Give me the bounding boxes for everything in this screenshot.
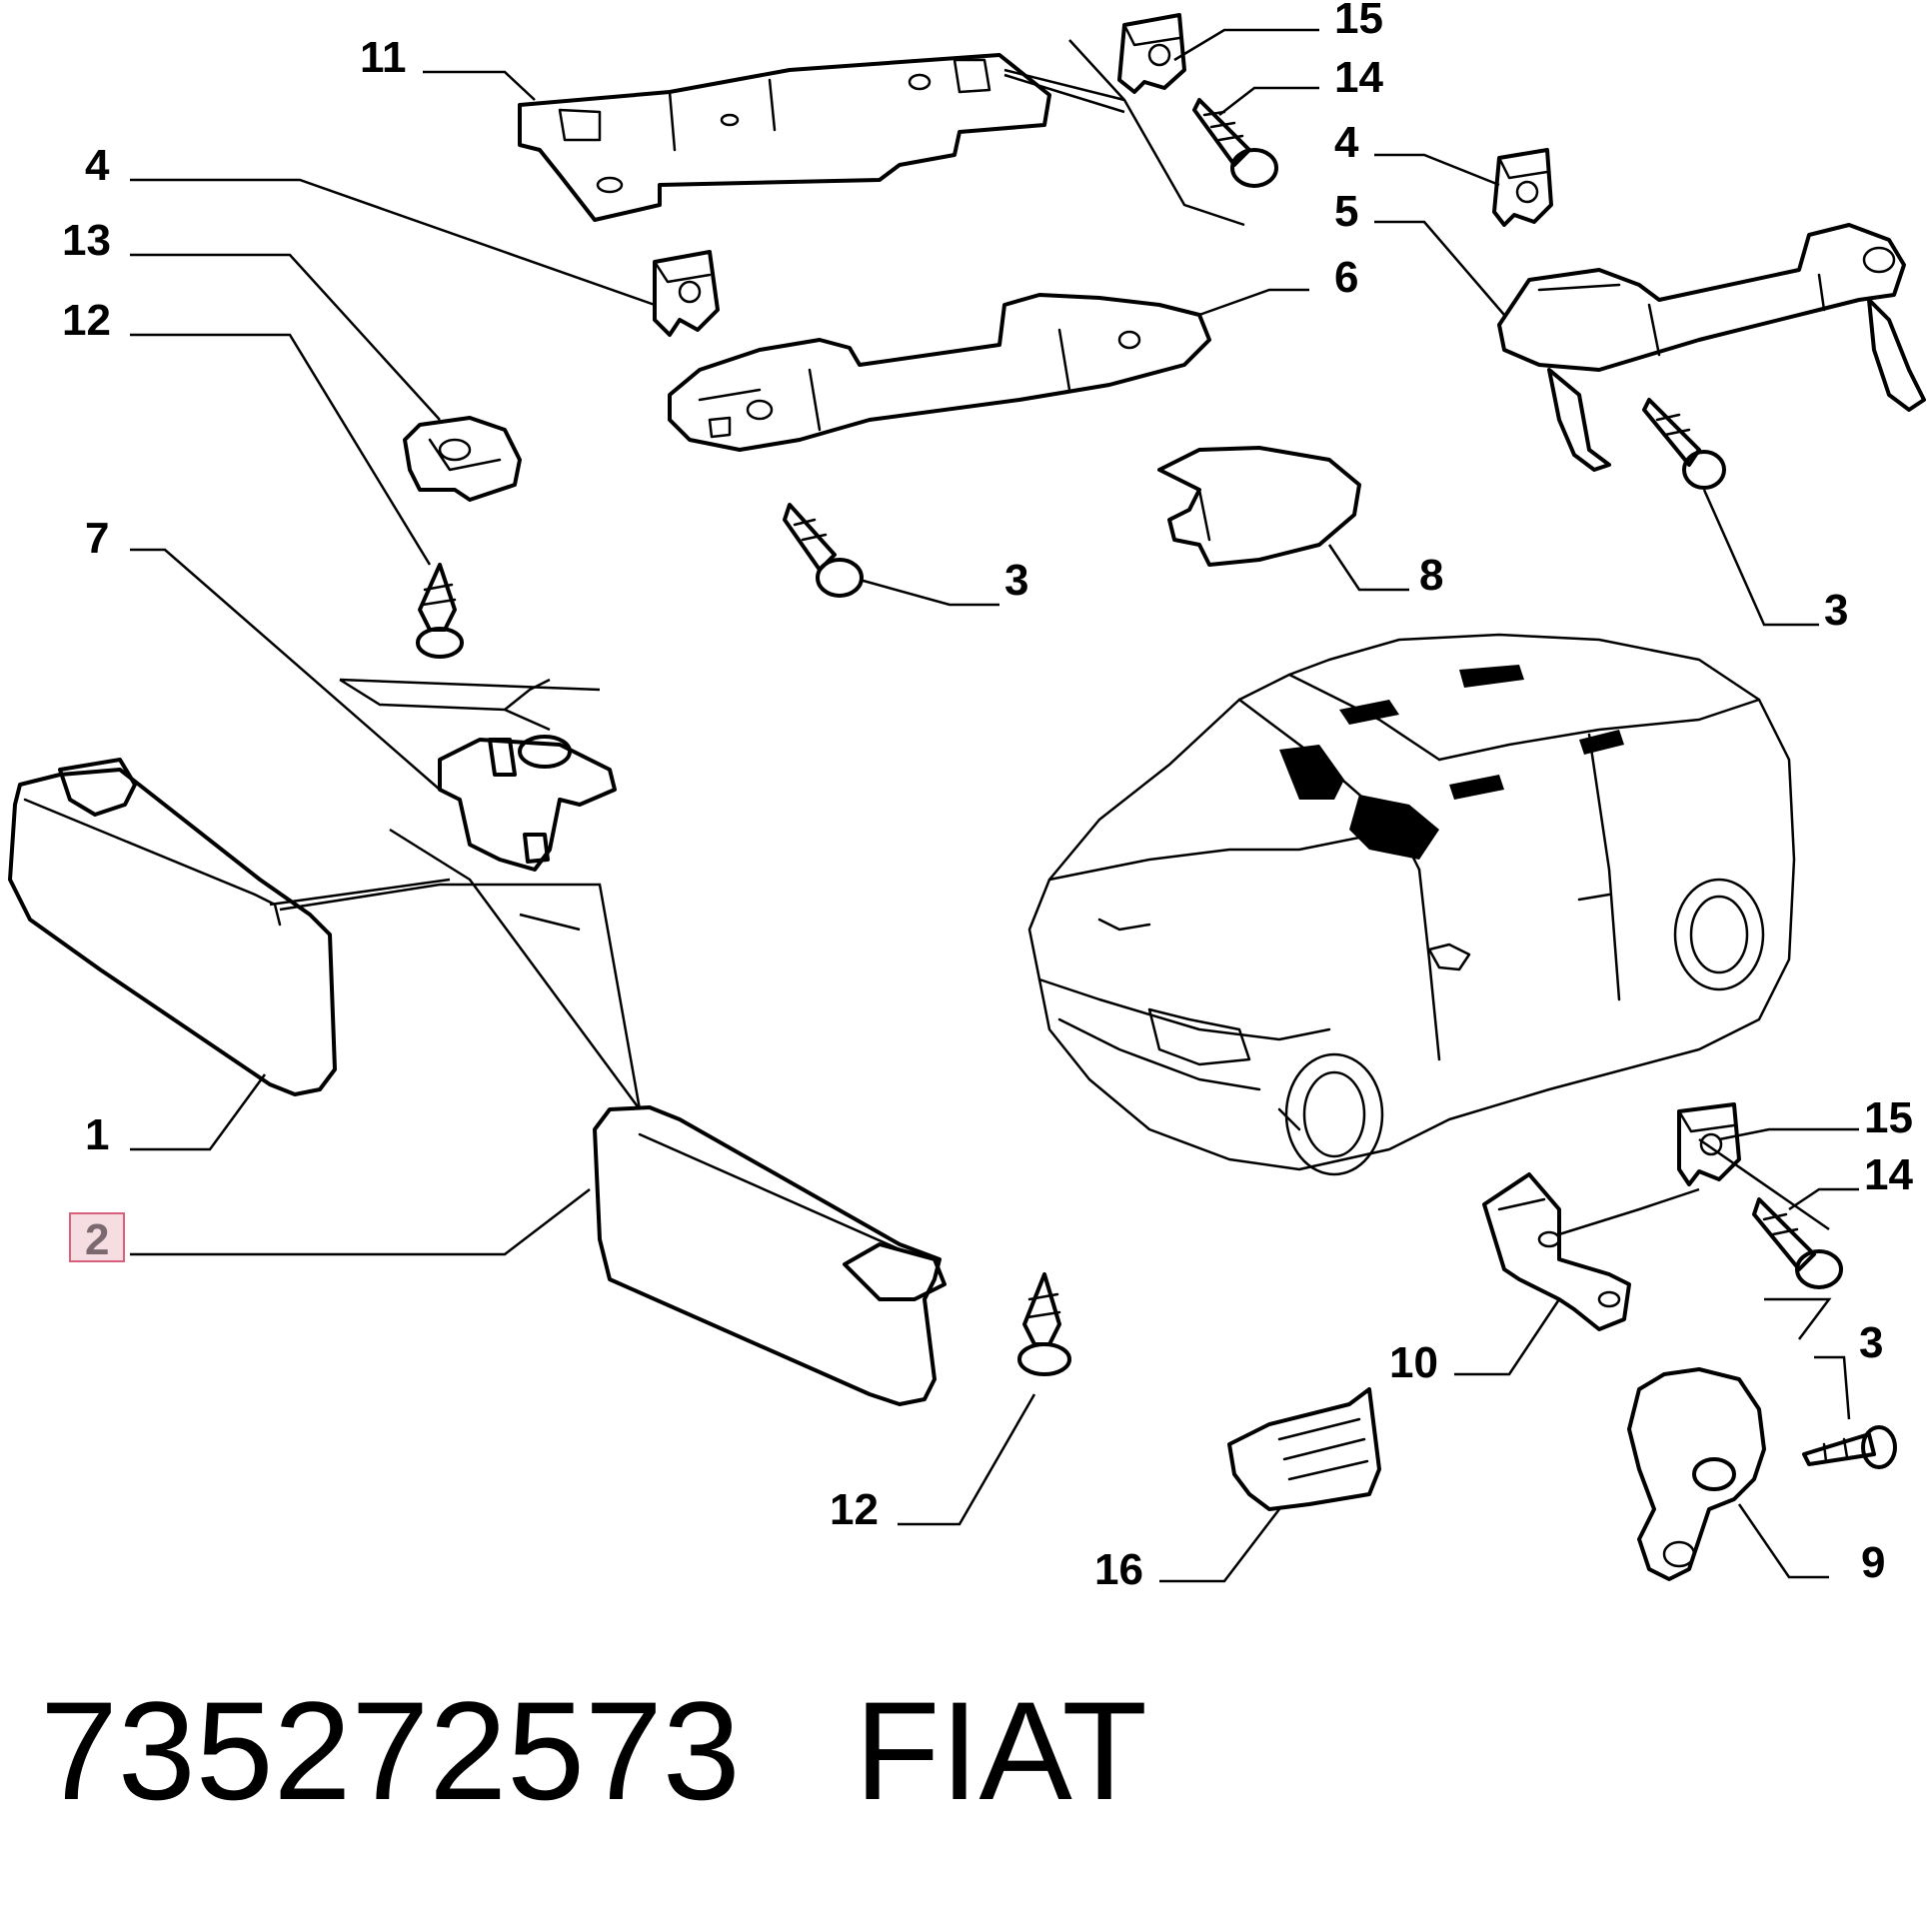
callout-2: 2 bbox=[85, 1215, 109, 1264]
part-6-grab-handle-center bbox=[668, 293, 1211, 452]
callout-7: 7 bbox=[85, 514, 109, 563]
callout-15-top: 15 bbox=[1334, 0, 1383, 43]
part-8-cover bbox=[1157, 446, 1361, 567]
footer: 735272573 FIAT bbox=[40, 1672, 1147, 1829]
part-3-screw-center bbox=[783, 503, 864, 598]
part-4-clip-right bbox=[1492, 148, 1553, 227]
part-16-clip bbox=[1227, 1387, 1381, 1511]
part-4-clip-left bbox=[653, 250, 720, 337]
part-10-bracket bbox=[1482, 1172, 1631, 1331]
part-1-sun-visor-left bbox=[8, 758, 337, 1096]
callout-11: 11 bbox=[360, 33, 407, 82]
callout-5: 5 bbox=[1334, 187, 1358, 236]
callout-4-left: 4 bbox=[85, 141, 110, 190]
callout-8: 8 bbox=[1419, 551, 1443, 600]
part-11-roof-bracket bbox=[518, 53, 1051, 222]
brand-name: FIAT bbox=[855, 1672, 1147, 1829]
part-7-visor-bracket bbox=[438, 735, 617, 872]
part-14-screw-top bbox=[1192, 98, 1278, 188]
callout-16: 16 bbox=[1094, 1545, 1143, 1594]
part-12-screw-upper bbox=[416, 563, 464, 659]
car-reference-view bbox=[1027, 633, 1796, 1176]
part-15-clip-top bbox=[1117, 13, 1186, 94]
leader-lines bbox=[130, 28, 1859, 1583]
callout-15-lower: 15 bbox=[1864, 1093, 1913, 1142]
callout-3-lower: 3 bbox=[1859, 1318, 1883, 1367]
part-number: 735272573 bbox=[40, 1672, 741, 1829]
callout-12-upper: 12 bbox=[62, 296, 111, 345]
callout-4-right: 4 bbox=[1334, 118, 1359, 167]
part-5-grab-handle-right bbox=[1497, 223, 1926, 472]
callout-3-center: 3 bbox=[1004, 556, 1028, 605]
part-3-screw-lower bbox=[1802, 1425, 1897, 1469]
part-3-screw-right bbox=[1642, 398, 1726, 490]
part-9-handle-cover bbox=[1627, 1367, 1766, 1581]
callout-2-highlighted: 2 bbox=[69, 1212, 125, 1264]
callout-1: 1 bbox=[85, 1110, 109, 1159]
part-2-sun-visor-right bbox=[593, 1105, 947, 1406]
callout-10: 10 bbox=[1389, 1338, 1438, 1387]
part-13-clip bbox=[403, 416, 522, 502]
part-14-screw-lower bbox=[1752, 1197, 1843, 1289]
part-15-clip-lower bbox=[1677, 1102, 1741, 1186]
callout-13: 13 bbox=[62, 216, 111, 265]
part-12-screw-lower bbox=[1017, 1272, 1071, 1376]
callout-9: 9 bbox=[1861, 1538, 1885, 1587]
callout-14-lower: 14 bbox=[1864, 1150, 1913, 1199]
callout-6: 6 bbox=[1334, 253, 1358, 302]
callout-labels: 11 15 14 4 4 5 13 6 12 7 3 8 3 1 2 15 14… bbox=[62, 0, 1913, 1594]
callout-3-right: 3 bbox=[1824, 586, 1848, 635]
callout-14-top: 14 bbox=[1334, 53, 1383, 102]
callout-12-lower: 12 bbox=[830, 1485, 879, 1534]
